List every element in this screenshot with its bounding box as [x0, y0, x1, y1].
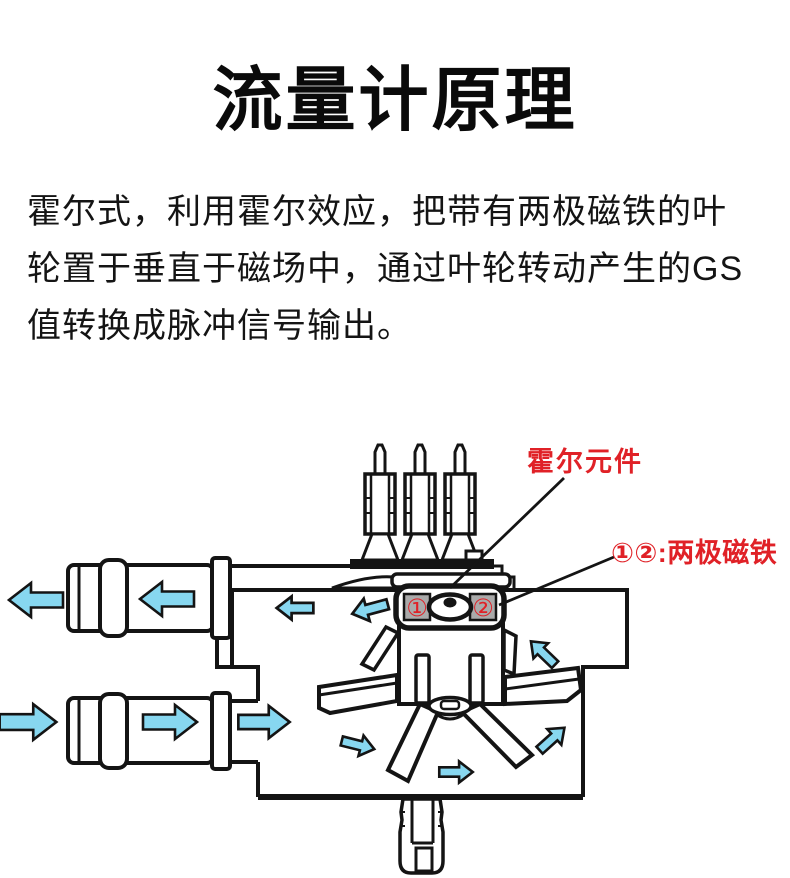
flow-arrow: [437, 760, 475, 784]
flow-arrow: [522, 632, 564, 674]
flow-arrow: [337, 729, 379, 761]
magnet-2-number: ②: [472, 595, 494, 622]
description-paragraph: 霍尔式，利用霍尔效应，把带有两极磁铁的叶 轮置于垂直于磁场中，通过叶轮转动产生的…: [27, 184, 772, 355]
description-line-3: 值转换成脉冲信号输出。: [27, 307, 412, 345]
flow-arrow-in: [237, 704, 291, 740]
impeller-blade-right: [503, 665, 584, 707]
connector-pin: [360, 443, 400, 562]
connector-pin: [440, 443, 480, 562]
sensor-housing: ① ②: [393, 583, 507, 631]
hall-label-leader-line: [449, 476, 565, 590]
page-title: 流量计原理: [212, 61, 578, 139]
impeller-front-blades: [385, 695, 536, 784]
connector-pins: [331, 443, 512, 590]
pipe-barb-ring: [98, 692, 129, 770]
pipe-flange: [210, 691, 232, 771]
hall-element-label: 霍尔元件: [527, 447, 643, 477]
rotor-body: [397, 622, 505, 706]
description-line-2: 轮置于垂直于磁场中，通过叶轮转动产生的GS: [27, 250, 744, 288]
description-line-1: 霍尔式，利用霍尔效应，把带有两极磁铁的叶: [27, 193, 727, 231]
flowmeter-diagram: ① ②: [0, 443, 629, 875]
flow-arrow-in: [0, 702, 58, 742]
magnet-label: ①②:两极磁铁: [611, 538, 778, 568]
inlet-pipe: [66, 691, 232, 771]
pipe-barb-ring: [98, 558, 129, 638]
pipe-flange: [210, 556, 232, 640]
impeller-blade-left: [317, 672, 399, 716]
magnet-1-number: ①: [406, 595, 428, 622]
leader-lines: [449, 476, 615, 607]
magnet-label-leader-line: [498, 555, 615, 607]
pin-base-plate: [350, 559, 494, 569]
connector-pin: [400, 443, 440, 562]
flow-arrow: [531, 718, 573, 760]
flow-arrow: [347, 591, 393, 627]
flow-arrow: [275, 595, 315, 621]
magnet-2-square: [468, 592, 498, 622]
bottom-shaft-clip: [398, 797, 445, 875]
flow-arrow-out: [7, 581, 65, 619]
